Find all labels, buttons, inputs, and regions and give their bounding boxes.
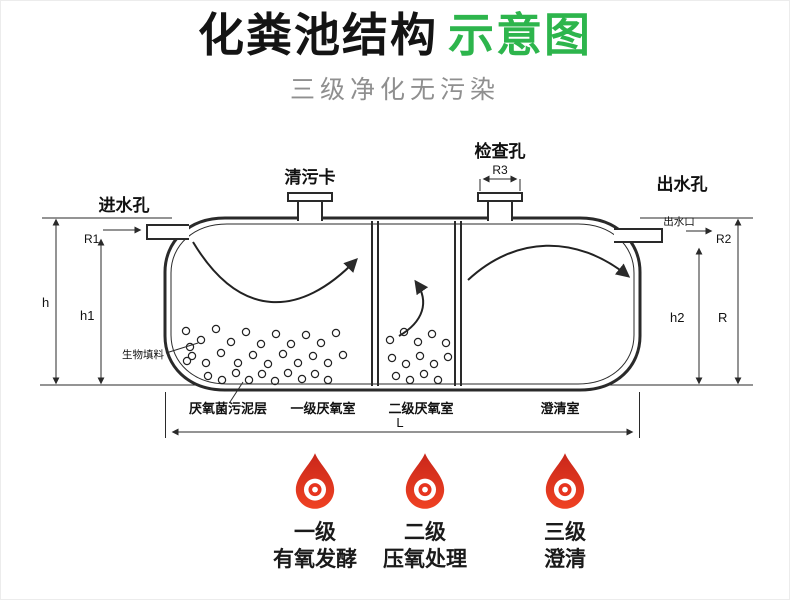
dim-l-label: L — [396, 415, 403, 430]
flow-arrow-2 — [398, 279, 429, 337]
stage-1-name: 一级 — [294, 521, 336, 544]
title-main: 化粪池结构 — [198, 9, 438, 61]
flow-arrows — [192, 241, 631, 337]
stage-1-desc: 有氧发酵 — [273, 548, 357, 572]
tank-wall-inner-line — [170, 223, 635, 385]
outlet-hole-label: 出水孔 — [657, 174, 708, 194]
inlet-hole-label: 进水孔 — [99, 195, 150, 215]
bio-filler-bubbles-chamber1 — [181, 324, 348, 386]
chamber3-label: 澄清室 — [540, 401, 579, 416]
cleaning-port — [287, 192, 333, 221]
outlet-port-label: 出水口 — [663, 215, 695, 228]
water-drop-icon — [545, 453, 585, 509]
stage-2: 二级 压氧处理 — [350, 452, 500, 574]
water-drop-icon — [405, 453, 445, 509]
inlet-pipe — [146, 224, 189, 240]
dim-r1-label: R1 — [84, 232, 100, 246]
flow-arrow-3 — [467, 244, 631, 281]
dim-h1-label: h1 — [80, 308, 94, 323]
dim-h-label: h — [42, 295, 49, 310]
title-accent: 示意图 — [448, 9, 592, 61]
dim-r2-label: R2 — [716, 232, 732, 246]
dim-r-label: R — [718, 310, 727, 325]
stage-3: 三级 澄清 — [490, 452, 640, 574]
inspection-port — [477, 192, 523, 221]
chamber1-label: 一级厌氧室 — [290, 401, 355, 416]
dim-h2-label: h2 — [670, 310, 684, 325]
bio-filler-label: 生物填料 — [122, 348, 164, 361]
stage-1: 一级 有氧发酵 — [240, 452, 390, 574]
stage-3-name: 三级 — [544, 521, 586, 544]
sludge-layer-label: 厌氧菌污泥层 — [189, 401, 267, 416]
page-subtitle: 三级净化无污染 — [289, 75, 500, 104]
cleaning-port-label: 清污卡 — [285, 167, 336, 187]
stage-2-desc: 压氧处理 — [383, 548, 467, 572]
partition-wall-2 — [454, 221, 462, 386]
page-title: 化粪池结构示意图 — [0, 10, 790, 61]
inspection-hole-label: 检查孔 — [475, 141, 526, 161]
bio-filler-bubbles-chamber2 — [385, 327, 453, 385]
flow-arrow-1 — [192, 241, 358, 303]
stage-2-name: 二级 — [404, 521, 446, 544]
header: 化粪池结构示意图 三级净化无污染 — [0, 0, 790, 106]
bio-filler-leader-line — [165, 342, 199, 354]
water-drop-icon — [295, 453, 335, 509]
septic-tank-diagram: 检查孔 R3 清污卡 出水孔 进水孔 出水口 R1 R2 h h1 h2 R 生… — [40, 141, 753, 438]
dimension-lines — [52, 175, 742, 438]
chamber2-label: 二级厌氧室 — [388, 401, 453, 416]
outlet-pipe — [614, 228, 663, 243]
sludge-leader-line — [229, 381, 244, 403]
dim-r3-label: R3 — [492, 163, 508, 177]
tank-body — [163, 216, 642, 392]
stage-3-desc: 澄清 — [544, 548, 586, 572]
partition-wall-1 — [371, 221, 379, 386]
